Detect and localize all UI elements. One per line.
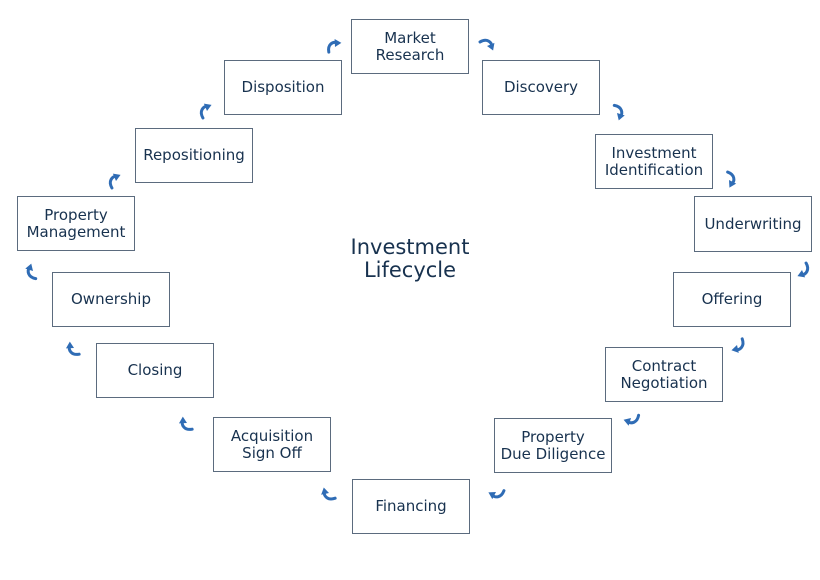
- stage-box-ownership[interactable]: Ownership: [52, 272, 170, 327]
- stage-label: Offering: [701, 290, 763, 308]
- stage-box-investment-identification[interactable]: Investment Identification: [595, 134, 713, 189]
- stage-label: Ownership: [71, 290, 151, 308]
- stage-label: Disposition: [241, 78, 325, 96]
- stage-box-property-management[interactable]: Property Management: [17, 196, 135, 251]
- stage-box-property-due-diligence[interactable]: Property Due Diligence: [494, 418, 612, 473]
- stage-label: Financing: [375, 497, 447, 515]
- stage-label: Closing: [127, 361, 183, 379]
- curved-arrow-icon: [106, 171, 126, 191]
- stage-label: Property Due Diligence: [500, 427, 606, 463]
- curved-arrow-icon: [607, 103, 627, 123]
- stage-box-market-research[interactable]: Market Research: [351, 19, 469, 74]
- stage-label: Investment Identification: [604, 143, 704, 179]
- curved-arrow-icon: [792, 260, 812, 280]
- stage-box-discovery[interactable]: Discovery: [482, 60, 600, 115]
- center-title: Investment Lifecycle: [350, 235, 470, 282]
- curved-arrow-icon: [477, 36, 497, 56]
- curved-arrow-icon: [719, 170, 739, 190]
- stage-box-contract-negotiation[interactable]: Contract Negotiation: [605, 347, 723, 402]
- stage-box-underwriting[interactable]: Underwriting: [694, 196, 812, 252]
- stage-box-financing[interactable]: Financing: [352, 479, 470, 534]
- stage-box-acquisition-sign-off[interactable]: Acquisition Sign Off: [213, 417, 331, 472]
- stage-label: Repositioning: [143, 146, 245, 164]
- curved-arrow-icon: [486, 482, 506, 502]
- curved-arrow-icon: [64, 338, 84, 358]
- stage-box-disposition[interactable]: Disposition: [224, 60, 342, 115]
- curved-arrow-icon: [177, 413, 197, 433]
- stage-label: Acquisition Sign Off: [230, 426, 314, 462]
- stage-box-offering[interactable]: Offering: [673, 272, 791, 327]
- curved-arrow-icon: [319, 483, 339, 503]
- curved-arrow-icon: [325, 37, 345, 57]
- curved-arrow-icon: [197, 101, 217, 121]
- curved-arrow-icon: [23, 261, 43, 281]
- stage-label: Market Research: [375, 28, 445, 64]
- stage-label: Contract Negotiation: [620, 356, 708, 392]
- stage-label: Discovery: [503, 78, 579, 96]
- stage-box-closing[interactable]: Closing: [96, 343, 214, 398]
- curved-arrow-icon: [621, 408, 641, 428]
- stage-box-repositioning[interactable]: Repositioning: [135, 128, 253, 183]
- stage-label: Underwriting: [704, 214, 802, 233]
- stage-label: Property Management: [26, 205, 126, 241]
- curved-arrow-icon: [727, 335, 747, 355]
